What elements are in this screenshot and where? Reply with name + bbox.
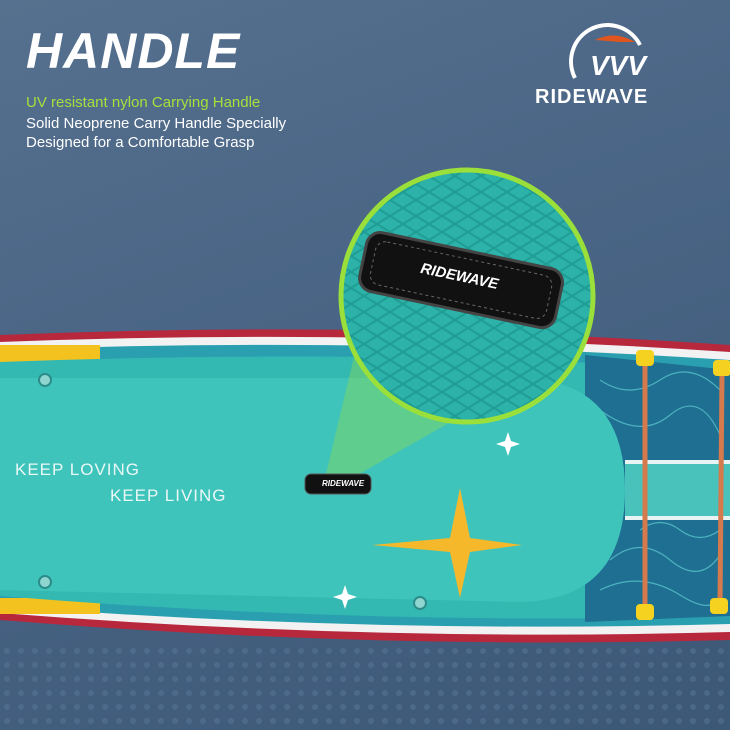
handle-label: RIDEWAVE	[322, 479, 365, 488]
d-rings	[38, 345, 507, 610]
bungee-cords	[636, 350, 730, 620]
slogan-2: KEEP LIVING	[110, 486, 227, 505]
svg-text:VVV: VVV	[590, 50, 648, 81]
feature-highlight: UV resistant nylon Carrying Handle	[26, 94, 261, 111]
dot-pattern	[0, 640, 730, 730]
brand-name: RIDEWAVE	[535, 86, 649, 108]
sparkle-icon	[333, 585, 357, 609]
slogan-1: KEEP LOVING	[15, 460, 141, 479]
magnifier-view	[342, 171, 592, 421]
magnifier-ring	[338, 167, 596, 425]
ridewave-logo-icon: VVV	[569, 23, 648, 81]
sparkle-star-icon	[372, 488, 522, 598]
sparkle-icon	[496, 432, 520, 456]
feature-description-2: Designed for a Comfortable Grasp	[26, 134, 255, 151]
page-title: HANDLE	[26, 23, 241, 79]
feature-description-1: Solid Neoprene Carry Handle Specially	[26, 115, 287, 132]
carry-handle	[304, 473, 372, 495]
